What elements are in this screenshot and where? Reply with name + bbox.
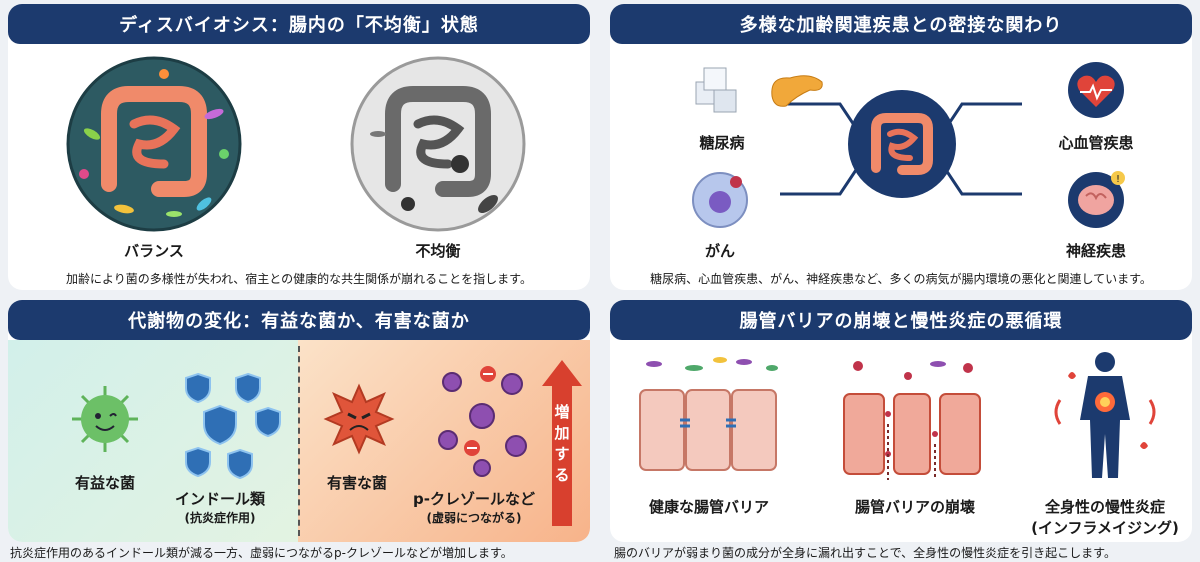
metabolites-caption: 抗炎症作用のあるインドール類が減る一方、虚弱につながるp-クレゾールなどが増加し…: [10, 546, 513, 560]
label-cardio: 心血管疾患: [1058, 134, 1134, 152]
label-inflammation: 全身性の慢性炎症 (インフラメイジング): [1020, 496, 1190, 538]
cell-icon: [692, 172, 748, 228]
gut-center-icon: [848, 90, 956, 198]
panel-barrier: 腸管バリアの崩壊と慢性炎症の悪循環 健康な腸管バリア 腸管バリアの崩壊: [610, 300, 1192, 542]
cresol-text: p-クレゾールなど: [413, 490, 535, 508]
panel-title: 多様な加齢関連疾患との密接な関わり: [610, 4, 1192, 44]
healthy-barrier-illustration: [639, 357, 778, 471]
heart-icon: [1068, 62, 1124, 118]
label-diabetes: 糖尿病: [699, 134, 745, 152]
balanced-gut-illustration: [66, 56, 242, 232]
label-bad-bacteria: 有害な菌: [326, 474, 387, 492]
panel-diseases: 多様な加齢関連疾患との密接な関わり 糖尿病 がん 心血管疾患 ! 神経疾患 糖尿…: [610, 4, 1192, 290]
indole-text: インドール類: [174, 490, 265, 508]
label-neuro: 神経疾患: [1065, 242, 1126, 260]
panel-title: 代謝物の変化：有益な菌か、有害な菌か: [8, 300, 590, 340]
label-imbalance: 不均衡: [415, 242, 461, 260]
svg-text:!: !: [1116, 174, 1120, 185]
panel-caption: 加齢により菌の多様性が失われ、宿主との健康的な共生関係が崩れることを指します。: [66, 272, 532, 286]
connector-lines: [780, 102, 1022, 196]
section-divider: [298, 346, 300, 536]
pancreas-icon: [771, 75, 823, 107]
bad-bacteria-icon: [323, 383, 395, 455]
arrow-text: 増加する: [554, 403, 570, 484]
label-good-bacteria: 有益な菌: [74, 474, 135, 492]
increase-arrow: [542, 360, 582, 526]
toxin-particles: [438, 366, 527, 477]
good-bacteria-icon: [72, 386, 138, 452]
label-indole: インドール類 (抗炎症作用): [158, 488, 282, 526]
panel-dysbiosis: ディスバイオシス：腸内の「不均衡」状態 バランス 不均衡 加齢により菌の多様性が…: [8, 4, 590, 290]
inflammation-subtext: (インフラメイジング): [1031, 519, 1179, 537]
label-broken-barrier: 腸管バリアの崩壊: [854, 498, 975, 516]
panel-caption: 糖尿病、心血管疾患、がん、神経疾患など、多くの病気が腸内環境の悪化と関連していま…: [650, 272, 1152, 286]
brain-icon: !: [1068, 171, 1125, 228]
body-inflammation-illustration: [1054, 352, 1156, 478]
shield-icons: [185, 372, 281, 480]
label-healthy-barrier: 健康な腸管バリア: [648, 498, 769, 516]
barrier-caption: 腸のバリアが弱まり菌の成分が全身に漏れ出すことで、全身性の慢性炎症を引き起こしま…: [614, 546, 1116, 560]
sugar-cube-icon: [695, 67, 737, 113]
inflammation-text: 全身性の慢性炎症: [1044, 498, 1165, 516]
label-balance: バランス: [124, 242, 184, 260]
indole-subtext: (抗炎症作用): [184, 511, 256, 525]
label-cancer: がん: [704, 242, 735, 260]
label-cresol: p-クレゾールなど (虚弱につながる): [404, 488, 544, 526]
panel-title: 腸管バリアの崩壊と慢性炎症の悪循環: [610, 300, 1192, 340]
panel-metabolites: 代謝物の変化：有益な菌か、有害な菌か 有益な菌 インドール類 (抗炎症作用) 有…: [8, 300, 590, 542]
cresol-subtext: (虚弱につながる): [426, 511, 522, 525]
panel-title: ディスバイオシス：腸内の「不均衡」状態: [8, 4, 590, 44]
broken-barrier-illustration: [843, 361, 981, 480]
imbalanced-gut-illustration: [350, 56, 526, 232]
